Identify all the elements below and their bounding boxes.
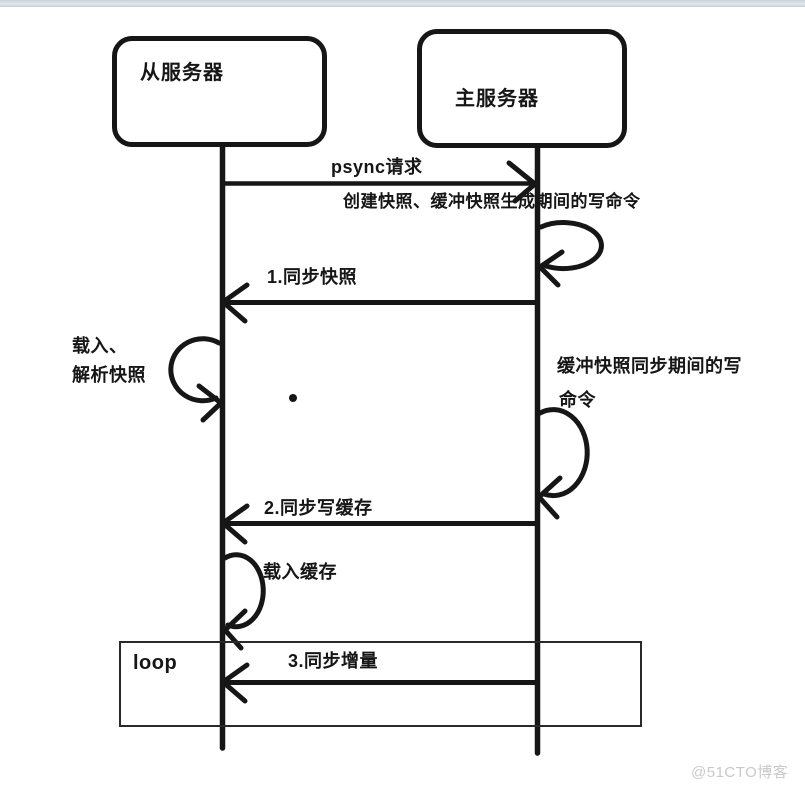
ink-dot — [289, 394, 297, 402]
self-loop-slave-load-parse-snapshot — [168, 336, 222, 404]
note-load-parse-snapshot-line2: 解析快照 — [72, 365, 146, 385]
loop-frame — [119, 641, 642, 727]
arrowhead-self-loop-load-parse — [196, 383, 224, 423]
note-load-parse-snapshot-line1: 载入、 — [72, 336, 128, 356]
loop-frame-label: loop — [133, 652, 178, 674]
note-load-buffer: 载入缓存 — [263, 562, 337, 582]
note-buffer-writes-during-sync-line2: 命令 — [559, 390, 596, 410]
self-loop-slave-load-buffer — [222, 552, 266, 630]
actor-box-slave-server — [112, 36, 327, 147]
message-label-sync-write-buffer: 2.同步写缓存 — [264, 498, 373, 518]
note-create-snapshot-buffer-writes: 创建快照、缓冲快照生成期间的写命令 — [343, 192, 641, 211]
arrowhead-psync-request — [506, 160, 538, 204]
actor-label-master-server: 主服务器 — [455, 88, 539, 110]
self-loop-master-create-snapshot — [538, 220, 604, 272]
arrowhead-self-loop-create-snapshot — [537, 249, 565, 288]
message-label-sync-increment: 3.同步增量 — [288, 651, 379, 671]
note-buffer-writes-during-sync-line1: 缓冲快照同步期间的写 — [557, 356, 742, 376]
message-label-psync-request: psync请求 — [331, 157, 423, 177]
self-loop-master-buffer-writes — [537, 407, 590, 499]
arrowhead-sync-write-buffer — [220, 503, 250, 545]
watermark-51cto: @51CTO博客 — [691, 764, 789, 781]
window-top-edge — [0, 0, 805, 7]
arrowhead-self-loop-buffer-writes — [536, 475, 563, 520]
actor-label-slave-server: 从服务器 — [140, 62, 224, 84]
message-label-sync-snapshot: 1.同步快照 — [267, 267, 358, 287]
arrowhead-sync-snapshot — [220, 282, 250, 324]
arrowhead-sync-increment — [220, 662, 250, 704]
actor-box-master-server — [417, 29, 627, 148]
